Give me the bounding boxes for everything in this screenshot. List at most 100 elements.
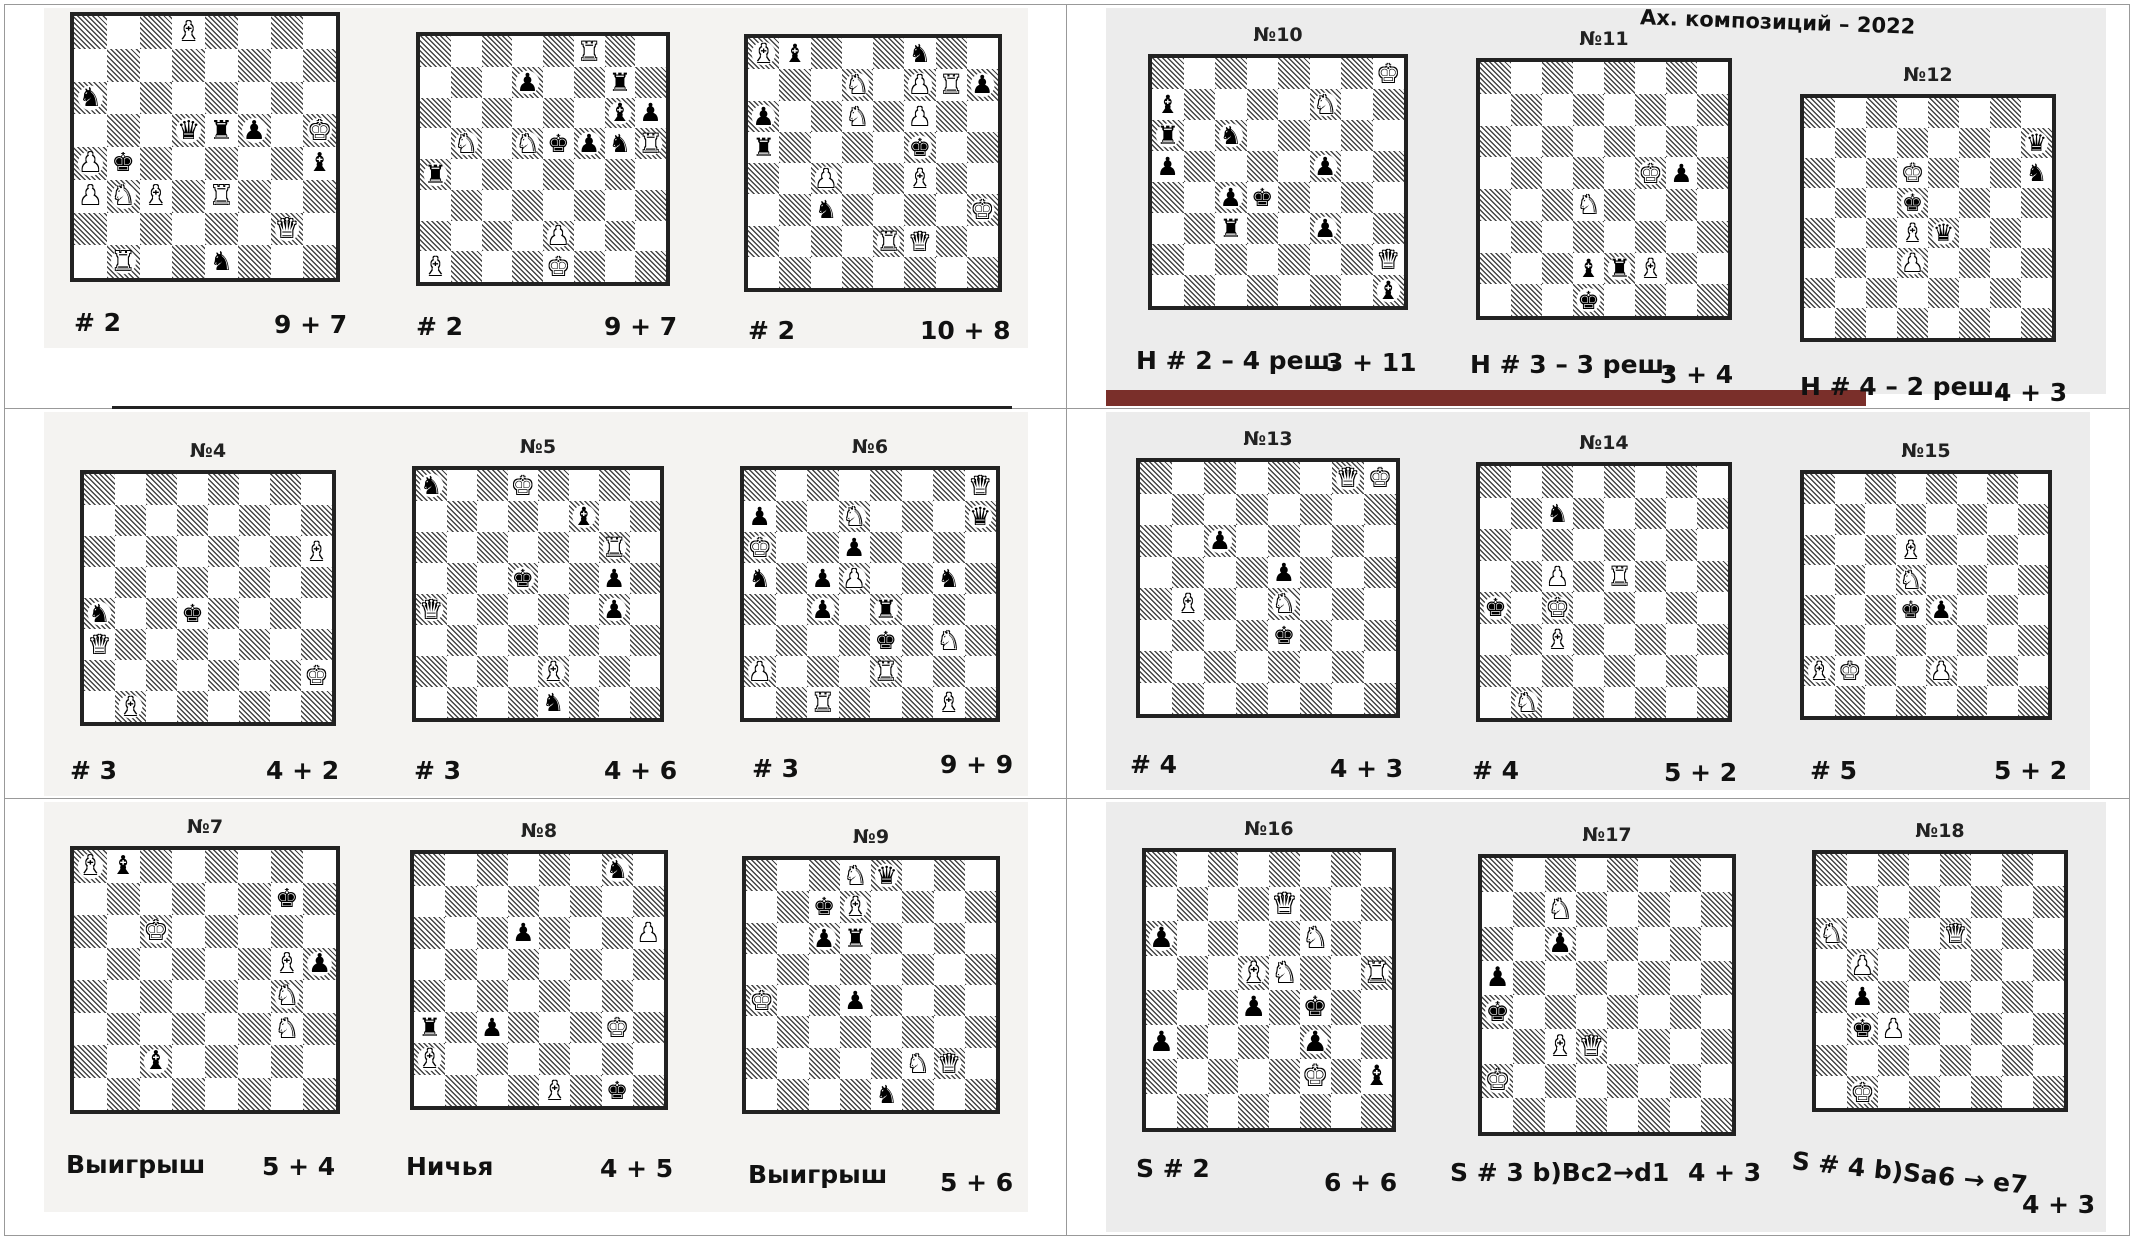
square-c4: ♟ — [1215, 182, 1247, 213]
black-king-icon: ♚ — [1268, 620, 1300, 652]
square-f2 — [1635, 655, 1666, 687]
diagram-16: №16♛♟♞♝♞♜♟♚♟♟♚♝ — [1142, 848, 1396, 1132]
square-c6: ♟ — [1545, 927, 1576, 961]
stipulation-2: # 2 — [416, 312, 463, 341]
square-h2 — [633, 1043, 664, 1075]
square-e6 — [205, 915, 238, 948]
square-d8 — [508, 854, 539, 886]
square-g4 — [1666, 189, 1697, 221]
black-pawn-icon: ♟ — [1268, 557, 1300, 589]
square-d8 — [1897, 98, 1928, 128]
square-c6: ♟ — [1204, 525, 1236, 557]
square-h4 — [1697, 189, 1728, 221]
square-f2 — [1310, 244, 1342, 275]
square-g7 — [1666, 94, 1697, 126]
square-h3 — [2033, 1013, 2064, 1045]
white-queen-icon: ♛ — [965, 470, 997, 501]
square-e2 — [1928, 278, 1959, 308]
square-h6 — [303, 915, 336, 948]
square-a8 — [1152, 58, 1184, 89]
square-a8 — [84, 474, 115, 505]
square-h4 — [965, 985, 996, 1016]
black-king-icon: ♚ — [177, 598, 208, 629]
square-g3 — [934, 1016, 965, 1047]
square-d4 — [508, 980, 539, 1012]
chess-board: ♞♟♟♚♝♛♚ — [1478, 854, 1736, 1136]
square-c2 — [1866, 278, 1897, 308]
square-a7 — [416, 501, 447, 532]
white-knight-icon: ♞ — [1269, 956, 1300, 991]
square-f1 — [1635, 284, 1666, 316]
diagram-number: №17 — [1478, 824, 1736, 846]
black-bishop-icon: ♝ — [1361, 1059, 1392, 1094]
square-d7 — [1909, 886, 1940, 918]
square-g1 — [1341, 275, 1373, 306]
square-g3 — [1666, 624, 1697, 656]
square-d4 — [1576, 995, 1607, 1029]
square-h8 — [635, 36, 666, 67]
square-b2 — [1847, 1045, 1878, 1077]
square-f1 — [1310, 275, 1342, 306]
square-h4 — [1361, 990, 1392, 1025]
square-a5 — [1140, 557, 1172, 589]
chess-board: ♚♟♞♝♜♝♚ — [1476, 58, 1732, 320]
square-g4 — [1331, 990, 1362, 1025]
square-h5 — [2018, 565, 2049, 595]
square-h8 — [2018, 474, 2049, 504]
square-e4 — [539, 980, 570, 1012]
square-d1 — [508, 687, 539, 718]
square-d7 — [508, 501, 539, 532]
square-c4: ♟ — [811, 163, 842, 194]
white-queen-icon: ♛ — [934, 1048, 965, 1079]
square-c1 — [140, 245, 173, 278]
black-pawn-icon: ♟ — [1666, 157, 1697, 189]
square-e1 — [205, 1078, 238, 1111]
black-king-icon: ♚ — [107, 147, 140, 180]
square-g7 — [2002, 886, 2033, 918]
diagram-9: №9♞♛♚♝♟♜♚♟♞♛♞ — [742, 856, 1000, 1114]
diagram-number: №13 — [1136, 428, 1400, 450]
square-d7 — [1236, 494, 1268, 526]
piece-count-17: 4 + 3 — [1688, 1158, 1761, 1187]
square-d5: ♚ — [1897, 188, 1928, 218]
white-bishop-icon: ♝ — [539, 1075, 570, 1107]
square-e2 — [205, 1045, 238, 1078]
square-f4 — [1300, 588, 1332, 620]
square-g4 — [1332, 588, 1364, 620]
black-pawn-icon: ♟ — [809, 923, 840, 954]
piece-count-16: 6 + 6 — [1324, 1168, 1397, 1197]
square-d6 — [1573, 529, 1604, 561]
white-king-icon: ♚ — [1542, 592, 1573, 624]
square-h1 — [301, 691, 332, 722]
square-h5 — [967, 132, 998, 163]
square-b7 — [107, 883, 140, 916]
black-pawn-icon: ♟ — [840, 985, 871, 1016]
square-e4 — [543, 159, 574, 190]
square-g2 — [271, 1045, 304, 1078]
white-king-icon: ♚ — [1373, 58, 1405, 89]
square-b1 — [1835, 308, 1866, 338]
white-bishop-icon: ♝ — [840, 891, 871, 922]
square-f5 — [569, 563, 600, 594]
square-b5 — [107, 114, 140, 147]
black-king-icon: ♚ — [904, 132, 935, 163]
square-f4 — [238, 980, 271, 1013]
white-king-icon: ♚ — [508, 470, 539, 501]
square-c7 — [1542, 94, 1573, 126]
square-g5 — [934, 954, 965, 985]
square-a7 — [414, 886, 445, 918]
stipulation-10: Н # 2 – 4 реш. — [1136, 346, 1340, 375]
square-b3 — [776, 625, 808, 656]
square-d5 — [842, 132, 873, 163]
square-a1 — [1804, 686, 1835, 716]
square-g4 — [936, 163, 967, 194]
square-h1 — [967, 257, 998, 288]
square-e5 — [1940, 949, 1971, 981]
square-b6 — [445, 917, 476, 949]
square-g7 — [1987, 504, 2018, 534]
square-e1 — [1926, 686, 1957, 716]
square-b5 — [1513, 961, 1544, 995]
square-f2 — [1300, 651, 1332, 683]
square-c2 — [809, 1048, 840, 1079]
square-g7 — [270, 505, 301, 536]
